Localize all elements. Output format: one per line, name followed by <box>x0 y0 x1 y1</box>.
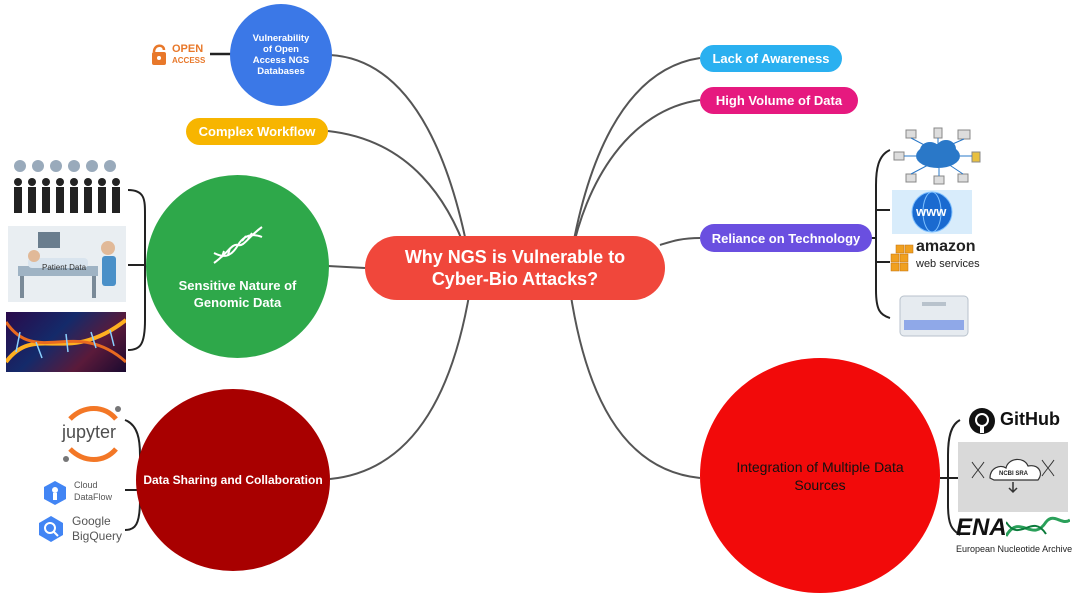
integration-line2: Sources <box>794 476 846 493</box>
github-octocat-icon <box>969 408 995 434</box>
sensitive-line2: Genomic Data <box>193 294 282 310</box>
open-access-word1: OPEN <box>172 43 204 55</box>
sensitive-genomic-node[interactable]: Sensitive Nature of Genomic Data <box>146 175 329 358</box>
dna-helix-image <box>6 312 126 372</box>
link-reliance <box>659 237 701 246</box>
patient-data-label: Patient Data <box>42 263 87 272</box>
sequencer-device-image <box>896 290 972 340</box>
www-label: www <box>916 204 947 219</box>
vulnerability-line2: of Open <box>263 44 299 55</box>
link-integration <box>569 289 701 479</box>
ncbi-sra-label: NCBI SRA <box>999 471 1029 477</box>
github-wordmark: GitHub <box>1000 409 1060 429</box>
sensitive-line1: Sensitive Nature of <box>178 277 297 293</box>
google-bigquery-logo: Google BigQuery <box>36 512 132 546</box>
cloud-computing-diagram <box>892 124 984 188</box>
link-sensitive <box>327 265 366 269</box>
amazon-word: amazon <box>916 238 976 255</box>
ena-caption: European Nucleotide Archive <box>956 544 1072 554</box>
high-volume-node[interactable]: High Volume of Data <box>700 87 858 114</box>
open-access-lock-icon <box>152 44 166 65</box>
ena-helix-icon <box>1006 516 1070 537</box>
ena-logo: ENA European Nucleotide Archive <box>956 514 1072 558</box>
link-vulnerability <box>329 54 471 263</box>
central-question-line2: Cyber-Bio Attacks? <box>431 269 599 289</box>
link-sharing <box>329 289 471 480</box>
integration-line1: Integration of Multiple Data <box>736 458 904 475</box>
complex-workflow-node[interactable]: Complex Workflow <box>186 118 328 145</box>
bigquery-hexagon-icon <box>39 516 63 542</box>
link-lack-awareness <box>569 57 701 263</box>
vulnerability-line3: Access NGS <box>252 55 310 66</box>
jupyter-wordmark: jupyter <box>62 422 117 442</box>
dataflow-line2: DataFlow <box>74 492 113 502</box>
integration-node[interactable]: Integration of Multiple Data Sources <box>700 358 940 593</box>
cloud-dataflow-logo: Cloud DataFlow <box>40 477 130 509</box>
bracket-reliance <box>875 149 891 319</box>
web-services-word: web services <box>916 258 980 270</box>
github-logo: GitHub <box>968 404 1068 438</box>
reliance-technology-node[interactable]: Reliance on Technology <box>700 224 872 252</box>
vulnerability-node[interactable]: Vulnerability of Open Access NGS Databas… <box>230 4 332 106</box>
patient-data-image: Patient Data <box>8 226 126 302</box>
data-sharing-node[interactable]: Data Sharing and Collaboration <box>136 389 330 571</box>
dna-icon <box>212 225 263 264</box>
link-high-volume <box>569 99 701 263</box>
jupyter-logo: jupyter <box>58 403 128 465</box>
dataflow-line1: Cloud <box>74 480 98 490</box>
population-icons-image <box>8 158 128 220</box>
bracket-sensitive <box>127 189 146 351</box>
vulnerability-line1: Vulnerability <box>252 33 310 44</box>
open-access-word2: ACCESS <box>172 56 206 65</box>
ncbi-sra-logo: NCBI SRA <box>958 442 1068 512</box>
open-access-logo: OPEN ACCESS <box>150 40 212 70</box>
aws-cubes-icon <box>890 244 914 272</box>
central-question-line1: Why NGS is Vulnerable to <box>404 247 626 267</box>
vulnerability-line4: Databases <box>257 66 305 77</box>
bracket-integration <box>947 419 961 536</box>
bigquery-line1: Google <box>72 514 111 528</box>
ena-wordmark: ENA <box>956 514 1007 541</box>
bigquery-line2: BigQuery <box>72 529 123 543</box>
data-sharing-label: Data Sharing and Collaboration <box>143 473 323 487</box>
lack-awareness-node[interactable]: Lack of Awareness <box>700 45 842 72</box>
central-question[interactable]: Why NGS is Vulnerable to Cyber-Bio Attac… <box>365 236 665 300</box>
www-globe-image: www <box>892 190 972 234</box>
amazon-web-services-logo: amazon web services <box>890 236 982 278</box>
dataflow-hexagon-icon <box>44 481 66 505</box>
